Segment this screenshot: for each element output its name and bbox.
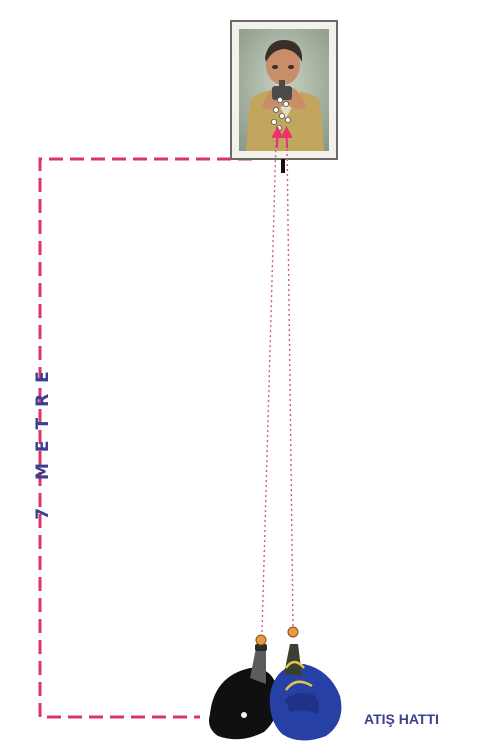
shooter-figure <box>209 627 341 741</box>
distance-label: 7 METRE <box>33 360 53 520</box>
bullet-trajectory <box>262 140 293 632</box>
shooting-line-label: ATIŞ HATTI <box>364 711 439 727</box>
target-stand <box>281 159 285 173</box>
distance-dashed-line <box>40 159 252 717</box>
